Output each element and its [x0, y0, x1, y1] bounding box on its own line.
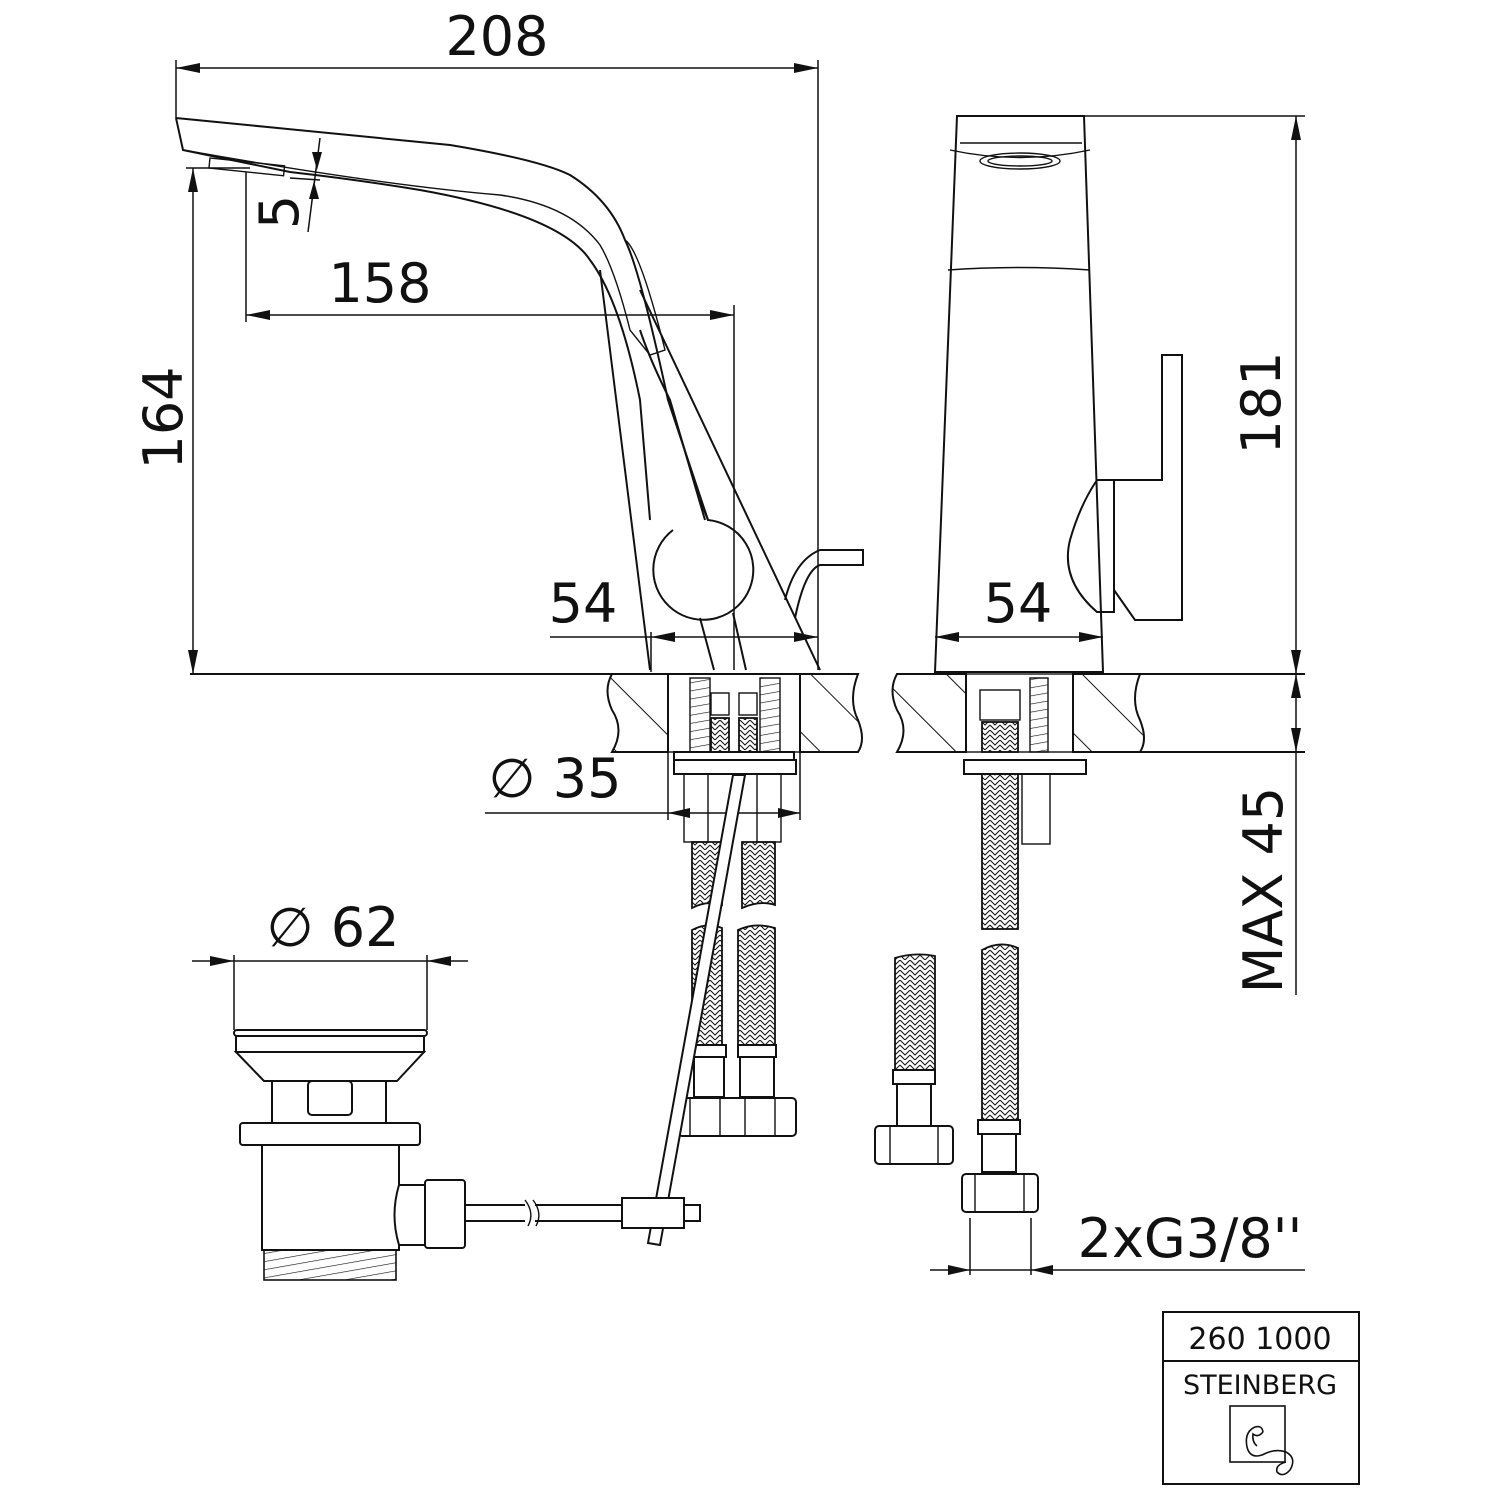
dim-label-208: 208 — [445, 5, 548, 68]
dim-158: 158 — [245, 172, 735, 670]
dim-label-62: ∅ 62 — [267, 896, 400, 959]
body-mid — [639, 329, 706, 521]
dim-label-35: ∅ 35 — [489, 747, 622, 810]
spout-top — [175, 117, 709, 521]
dim-164: 164 — [132, 167, 250, 674]
title-block: 260 1000 STEINBERG — [1162, 1311, 1360, 1485]
cartridge-stem — [699, 612, 747, 671]
dim-181: 181 — [1084, 115, 1305, 674]
dim-54-front: 54 — [549, 572, 818, 672]
dim-62: ∅ 62 — [192, 896, 468, 1030]
dim-label-54-side: 54 — [984, 572, 1053, 635]
popup-waste — [233, 1029, 540, 1281]
dim-208: 208 — [175, 5, 819, 670]
dim-label-181: 181 — [1230, 351, 1293, 454]
side-view — [933, 115, 1183, 673]
dim-label-max-45: MAX 45 — [1232, 787, 1295, 993]
dim-label-54-front: 54 — [549, 572, 618, 635]
aerator-icon — [208, 157, 286, 177]
front-hoses — [535, 774, 797, 1247]
body-right-edge — [639, 289, 821, 671]
cartridge-circle — [652, 499, 755, 621]
dim-label-158: 158 — [328, 252, 431, 315]
brand-name: STEINBERG — [1183, 1370, 1337, 1401]
side-countertop-section — [874, 673, 1305, 1213]
body-left-edge — [599, 269, 651, 671]
dim-label-5: 5 — [248, 195, 311, 229]
front-countertop-section — [606, 673, 863, 843]
front-view — [175, 117, 864, 675]
dim-5: 5 — [248, 137, 322, 233]
popup-lever — [784, 549, 864, 619]
dim-35: ∅ 35 — [485, 747, 801, 820]
dim-connection: 2xG3/8'' — [930, 1207, 1305, 1275]
article-number: 260 1000 — [1188, 1322, 1331, 1357]
dim-label-164: 164 — [132, 366, 195, 469]
spout-outline — [175, 117, 651, 521]
side-body — [933, 115, 1105, 673]
dim-max-45: MAX 45 — [1232, 674, 1301, 995]
steinberg-logo-icon — [1229, 1405, 1294, 1476]
dim-label-connection: 2xG3/8'' — [1078, 1207, 1303, 1270]
dim-54-side: 54 — [935, 572, 1103, 642]
side-lever — [1066, 479, 1115, 613]
spout-inner — [182, 149, 666, 356]
